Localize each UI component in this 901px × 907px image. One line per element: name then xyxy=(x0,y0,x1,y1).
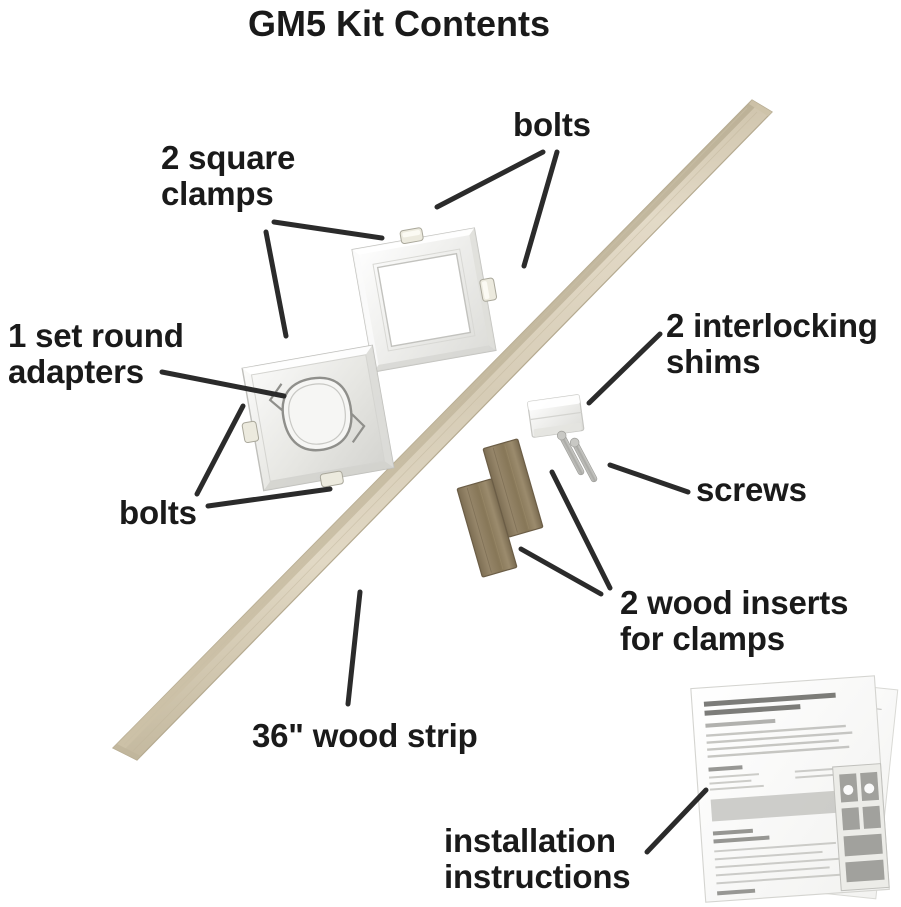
round-adapter-part xyxy=(241,344,395,492)
label-wood-strip: 36" wood strip xyxy=(252,717,478,754)
wood-inserts-part xyxy=(456,438,544,578)
label-wood-inserts: 2 wood inserts for clamps xyxy=(620,584,849,657)
clamp-bolt-stud xyxy=(399,227,424,245)
adapter-bolt-stud xyxy=(241,420,260,444)
label-interlocking-shims: 2 interlocking shims xyxy=(666,307,878,380)
leader-bolts-top-b xyxy=(521,149,560,269)
leader-screws xyxy=(607,462,691,495)
label-square-clamps: 2 square clamps xyxy=(161,139,296,212)
label-bolts-top: bolts xyxy=(513,106,591,143)
leader-instructions xyxy=(644,787,709,855)
page-title: GM5 Kit Contents xyxy=(248,3,550,44)
leader-square-clamps-b xyxy=(263,229,289,339)
leader-bolts-bottom-b xyxy=(205,486,333,509)
label-screws: screws xyxy=(696,471,807,508)
interlocking-shims-part xyxy=(527,394,585,438)
label-round-adapters: 1 set round adapters xyxy=(8,317,184,390)
adapter-bolt-stud xyxy=(319,470,344,488)
square-clamp-upper xyxy=(351,227,498,373)
leader-wood-inserts-a xyxy=(549,469,613,591)
leader-lines xyxy=(159,149,709,855)
clamp-bolt-stud xyxy=(479,277,498,302)
leader-bolts-bottom-a xyxy=(194,403,246,497)
wood-strip-part xyxy=(111,99,773,761)
label-bolts-bottom: bolts xyxy=(119,494,197,531)
screws-part xyxy=(556,430,598,483)
leader-round-adapters xyxy=(159,369,287,399)
leader-wood-inserts-b xyxy=(518,546,604,597)
instruction-sheets-part xyxy=(690,675,899,903)
leader-wood-strip xyxy=(345,589,363,707)
label-installation-instructions: installation instructions xyxy=(444,822,631,895)
leader-shims xyxy=(586,331,663,406)
leader-square-clamps-a xyxy=(271,219,385,241)
leader-bolts-top-a xyxy=(434,149,546,210)
